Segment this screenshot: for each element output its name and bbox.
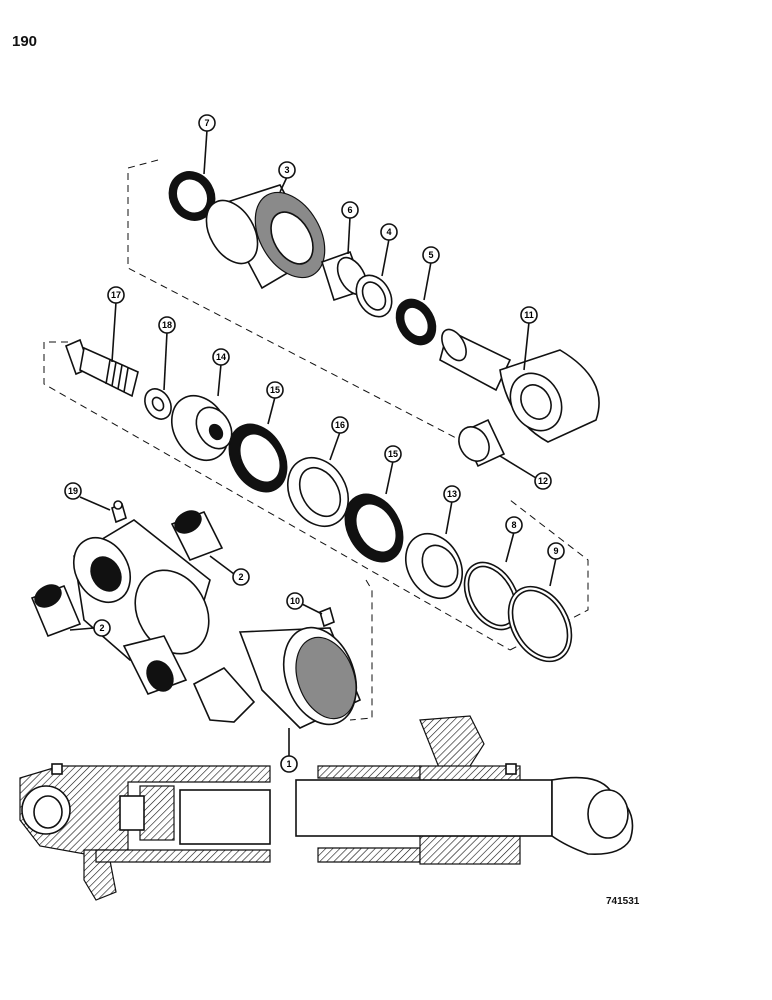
rod-seal (395, 298, 437, 346)
leader-lines (69, 129, 557, 756)
callout-12: 12 (534, 472, 552, 490)
callout-14: 14 (212, 348, 230, 366)
callout-14-label: 14 (216, 352, 226, 362)
callout-16: 16 (331, 416, 349, 434)
back-up-ring (355, 274, 393, 318)
piston-front (170, 395, 233, 461)
rod-end-bushing (458, 418, 506, 468)
middle-group-outline (43, 341, 589, 651)
callout-17: 17 (107, 286, 125, 304)
grease-fitting (111, 500, 127, 524)
callout-1: 1 (280, 755, 298, 773)
wiper-seal (168, 171, 216, 221)
callout-18-label: 18 (162, 320, 172, 330)
drawing-id: 741531 (606, 896, 640, 907)
callout-18: 18 (158, 316, 176, 334)
callout-19: 19 (64, 482, 82, 500)
callout-10: 10 (286, 592, 304, 610)
callout-3-label: 3 (284, 165, 289, 175)
piston-rear (404, 533, 464, 599)
callout-11: 11 (520, 306, 538, 324)
callout-15-upper: 15 (266, 381, 284, 399)
callout-17-label: 17 (111, 290, 121, 300)
piston-seal-upper (228, 423, 288, 493)
callout-13: 13 (443, 485, 461, 503)
callout-5: 5 (422, 246, 440, 264)
callout-12-label: 12 (538, 476, 548, 486)
callout-13-label: 13 (447, 489, 457, 499)
callout-10-label: 10 (290, 596, 300, 606)
callout-2-upper-label: 2 (238, 572, 243, 582)
cylinder-bushing-lower (30, 584, 82, 638)
callout-8: 8 (505, 516, 523, 534)
callout-2-upper: 2 (232, 568, 250, 586)
cylinder-head (205, 184, 326, 290)
callout-2-lower: 2 (93, 619, 111, 637)
callout-15-lower: 15 (384, 445, 402, 463)
callout-5-label: 5 (428, 250, 433, 260)
callout-4-label: 4 (386, 227, 391, 237)
callout-7-label: 7 (204, 118, 209, 128)
callout-15-upper-label: 15 (270, 385, 280, 395)
callout-1-label: 1 (286, 759, 291, 769)
piston-rod (439, 328, 600, 443)
washer (144, 388, 172, 420)
cylinder-bushing-upper (170, 510, 224, 562)
piston-seal-lower (344, 493, 404, 563)
cylinder-tube (192, 626, 362, 729)
callout-9: 9 (547, 542, 565, 560)
callout-7: 7 (198, 114, 216, 132)
cylinder-assembly-section (19, 715, 634, 901)
o-ring (463, 561, 521, 631)
lower-group-outline (349, 579, 373, 721)
callout-19-label: 19 (68, 486, 78, 496)
wear-ring (287, 457, 349, 527)
callout-16-label: 16 (335, 420, 345, 430)
upper-group-outline (127, 159, 461, 441)
callout-8-label: 8 (511, 520, 516, 530)
callout-3: 3 (278, 161, 296, 179)
callout-6: 6 (341, 201, 359, 219)
page-number: 190 (12, 33, 38, 50)
callout-6-label: 6 (347, 205, 352, 215)
back-up-ring-large (507, 585, 573, 663)
callout-2-lower-label: 2 (99, 623, 104, 633)
piston-bolt (64, 338, 139, 398)
set-screw (319, 606, 335, 628)
callout-11-label: 11 (524, 310, 534, 320)
callout-9-label: 9 (553, 546, 558, 556)
callout-15-lower-label: 15 (388, 449, 398, 459)
callout-4: 4 (380, 223, 398, 241)
